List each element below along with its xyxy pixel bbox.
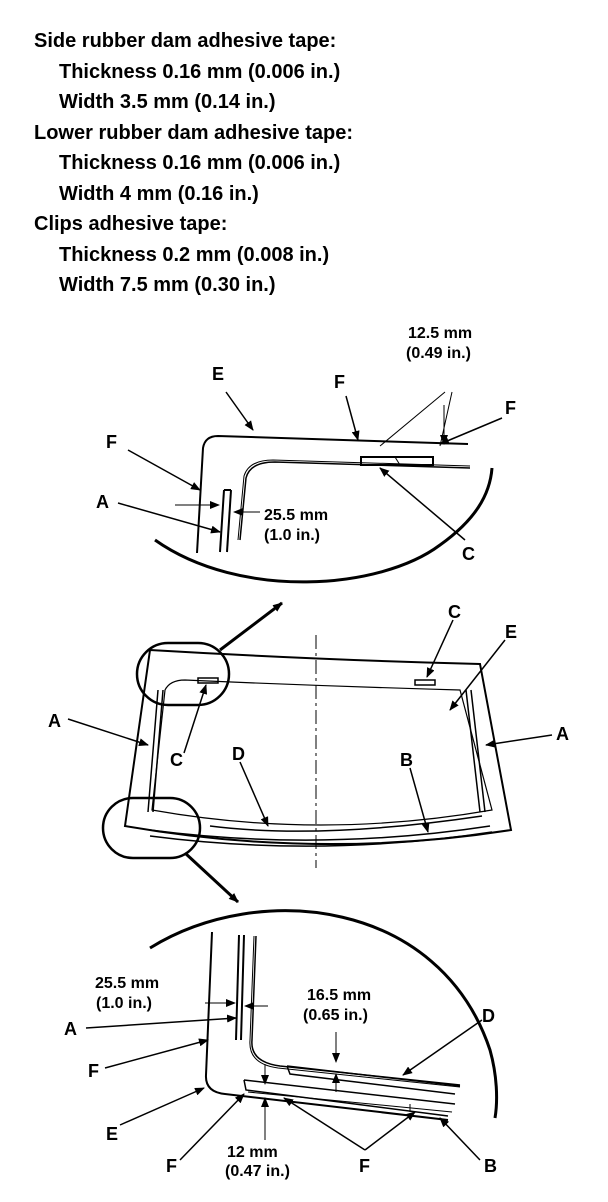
bottom-label-f-bottom: F <box>166 1156 177 1176</box>
lower-tape-d <box>209 815 483 832</box>
windshield-inner-line <box>151 679 493 826</box>
bottom-label-f-left: F <box>88 1061 99 1081</box>
bottom-dim-lower-mm: 16.5 mm <box>307 987 371 1004</box>
main-label-d: D <box>232 744 245 764</box>
clip-tape-left <box>197 677 219 684</box>
clips-tape-width: Width 7.5 mm (0.30 in.) <box>59 274 276 296</box>
clip-tape-right <box>414 679 436 686</box>
lower-tape-thickness: Thickness 0.16 mm (0.006 in.) <box>59 152 341 174</box>
bottom-dim-lower-in: (0.65 in.) <box>303 1007 368 1024</box>
top-corner-callout-oval <box>135 641 231 707</box>
main-label-e: E <box>505 622 517 642</box>
bottom-dim-12-in: (0.47 in.) <box>225 1163 290 1180</box>
lower-tape-b-strip <box>243 1079 456 1117</box>
top-dim-side-in: (1.0 in.) <box>264 527 320 544</box>
top-detail-view <box>117 391 503 584</box>
bottom-dim-12-mm: 12 mm <box>227 1144 278 1161</box>
top-detail-inner-border <box>239 461 471 541</box>
main-label-c-top: C <box>448 602 461 622</box>
lower-tape-d-strip <box>286 1065 461 1095</box>
main-label-a-right: A <box>556 724 569 744</box>
side-tape-strip-bottom <box>235 934 245 1041</box>
bottom-dim-side-in: (1.0 in.) <box>96 995 152 1012</box>
bottom-label-b: B <box>484 1156 497 1176</box>
side-tape-thickness: Thickness 0.16 mm (0.006 in.) <box>59 60 341 83</box>
side-tape-heading: Side rubber dam adhesive tape: <box>34 30 337 52</box>
top-detail-glass-edge <box>196 434 469 554</box>
bottom-label-d: D <box>482 1006 495 1026</box>
top-dim-clip-mm: 12.5 mm <box>408 325 472 342</box>
top-label-e: E <box>212 364 224 384</box>
bottom-detail-magnifier-arc <box>149 909 499 1119</box>
top-dim-clip-in: (0.49 in.) <box>406 345 471 362</box>
side-tape-strip <box>219 489 225 553</box>
side-tape-right <box>465 689 486 813</box>
side-tape-width: Width 3.5 mm (0.14 in.) <box>59 91 276 113</box>
top-label-f-left: F <box>106 432 117 452</box>
lower-tape-heading: Lower rubber dam adhesive tape: <box>34 121 353 144</box>
top-detail-labels: 12.5 mm (0.49 in.) 25.5 mm (1.0 in.) E F… <box>96 325 516 564</box>
top-label-f-right: F <box>505 398 516 418</box>
bottom-label-f-center: F <box>359 1156 370 1176</box>
main-label-b: B <box>400 750 413 770</box>
lower-tape-width: Width 4 mm (0.16 in.) <box>59 182 259 205</box>
tape-specifications: Side rubber dam adhesive tape: Thickness… <box>34 26 353 301</box>
clips-tape-thickness: Thickness 0.2 mm (0.008 in.) <box>59 243 330 266</box>
top-label-c: C <box>462 544 475 564</box>
lower-tape-b <box>149 825 493 847</box>
top-dim-side-mm: 25.5 mm <box>264 507 328 524</box>
bottom-detail-glass-edge <box>204 931 449 1121</box>
windshield-main-view <box>67 619 553 868</box>
bottom-detail-view <box>85 909 499 1161</box>
bottom-corner-callout-oval <box>101 796 202 860</box>
top-detail-arrow <box>219 601 283 652</box>
top-label-a: A <box>96 492 109 512</box>
main-label-a-left: A <box>48 711 61 731</box>
side-tape-left <box>147 689 164 813</box>
bottom-dim-side-mm: 25.5 mm <box>95 975 159 992</box>
bottom-label-e: E <box>106 1124 118 1144</box>
clips-tape-heading: Clips adhesive tape: <box>34 213 228 235</box>
bottom-detail-arrow <box>183 851 240 904</box>
main-label-c-left: C <box>170 750 183 770</box>
bottom-detail-labels: 25.5 mm (1.0 in.) 16.5 mm (0.65 in.) 12 … <box>64 975 497 1180</box>
windshield-outline <box>123 648 513 846</box>
top-label-f-clip: F <box>334 372 345 392</box>
clip-tape-strip <box>360 456 434 466</box>
top-detail-magnifier-arc <box>154 467 494 584</box>
bottom-label-a: A <box>64 1019 77 1039</box>
main-view-labels: A A C E C D B <box>48 602 569 770</box>
